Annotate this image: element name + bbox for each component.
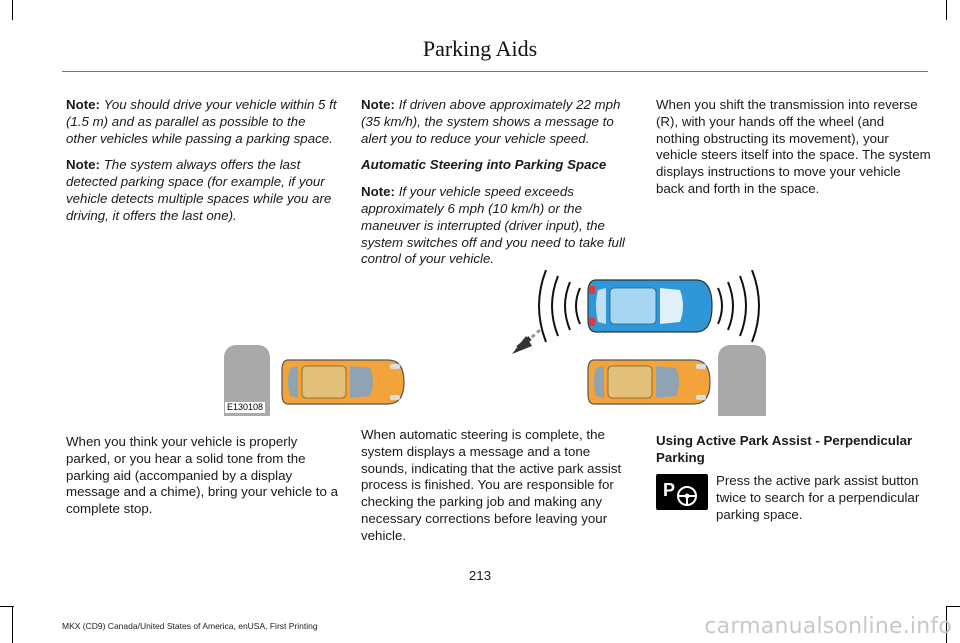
parked-car-left [281,359,405,405]
note-label: Note: [66,97,100,112]
note-text: The system always offers the last detect… [66,157,332,223]
header-rule [62,71,928,72]
sensor-waves-left [538,270,581,343]
column-2-lower: When automatic steering is complete, the… [361,427,633,555]
note-label: Note: [361,184,395,200]
page-number: 213 [468,568,492,583]
note-text: If your vehicle speed exceeds approximat… [361,184,625,267]
parked-car-right [587,359,711,405]
own-vehicle-blue [587,279,713,333]
page-title: Parking Aids [422,36,538,61]
note-2: Note: The system always offers the last … [66,157,338,224]
column-1-lower: When you think your vehicle is properly … [66,434,338,528]
column-3-upper: When you shift the transmission into rev… [656,97,931,208]
button-instructions: Press the active park assist button twic… [716,473,930,533]
subheading-perpendicular-parking: Using Active Park Assist - Perpendicular… [656,433,913,465]
note-text: You should drive your vehicle within 5 f… [66,97,337,146]
park-assist-button-icon: P [656,474,708,510]
press-button-text: Press the active park assist button twic… [716,473,920,522]
subheading-automatic-steering: Automatic Steering into Parking Space [361,157,607,173]
footer-text: MKX (CD9) Canada/United States of Americ… [62,621,318,631]
completion-instructions: When automatic steering is complete, the… [361,427,622,543]
svg-text:P: P [663,480,675,500]
crop-mark-bottom-left-v [12,606,13,643]
note-3: Note: If driven above approximately 22 m… [361,97,633,147]
column-1-upper: Note: You should drive your vehicle with… [66,97,338,235]
crop-mark-bottom-right-h [946,606,960,607]
note-text: If driven above approximately 22 mph (35… [361,97,621,146]
sensor-waves-right [717,270,760,343]
crop-mark-top-right [946,0,947,20]
reverse-direction-arrow [512,328,541,354]
parking-illustration [224,270,766,416]
column-2-upper: Note: If driven above approximately 22 m… [361,97,633,278]
note-label: Note: [66,157,100,173]
stop-instructions: When you think your vehicle is properly … [66,434,338,517]
crop-mark-top-left [12,0,13,20]
figure-id: E130108 [225,402,266,413]
column-3-lower: Using Active Park Assist - Perpendicular… [656,433,931,477]
watermark: carmanualsonline.info [704,614,952,639]
note-1: Note: You should drive your vehicle with… [66,97,338,147]
crop-mark-bottom-right-v [946,606,947,643]
note-4: Note: If your vehicle speed exceeds appr… [361,184,633,268]
note-label: Note: [361,97,395,112]
crop-mark-bottom-left-h [0,606,14,607]
reverse-instructions: When you shift the transmission into rev… [656,97,931,196]
